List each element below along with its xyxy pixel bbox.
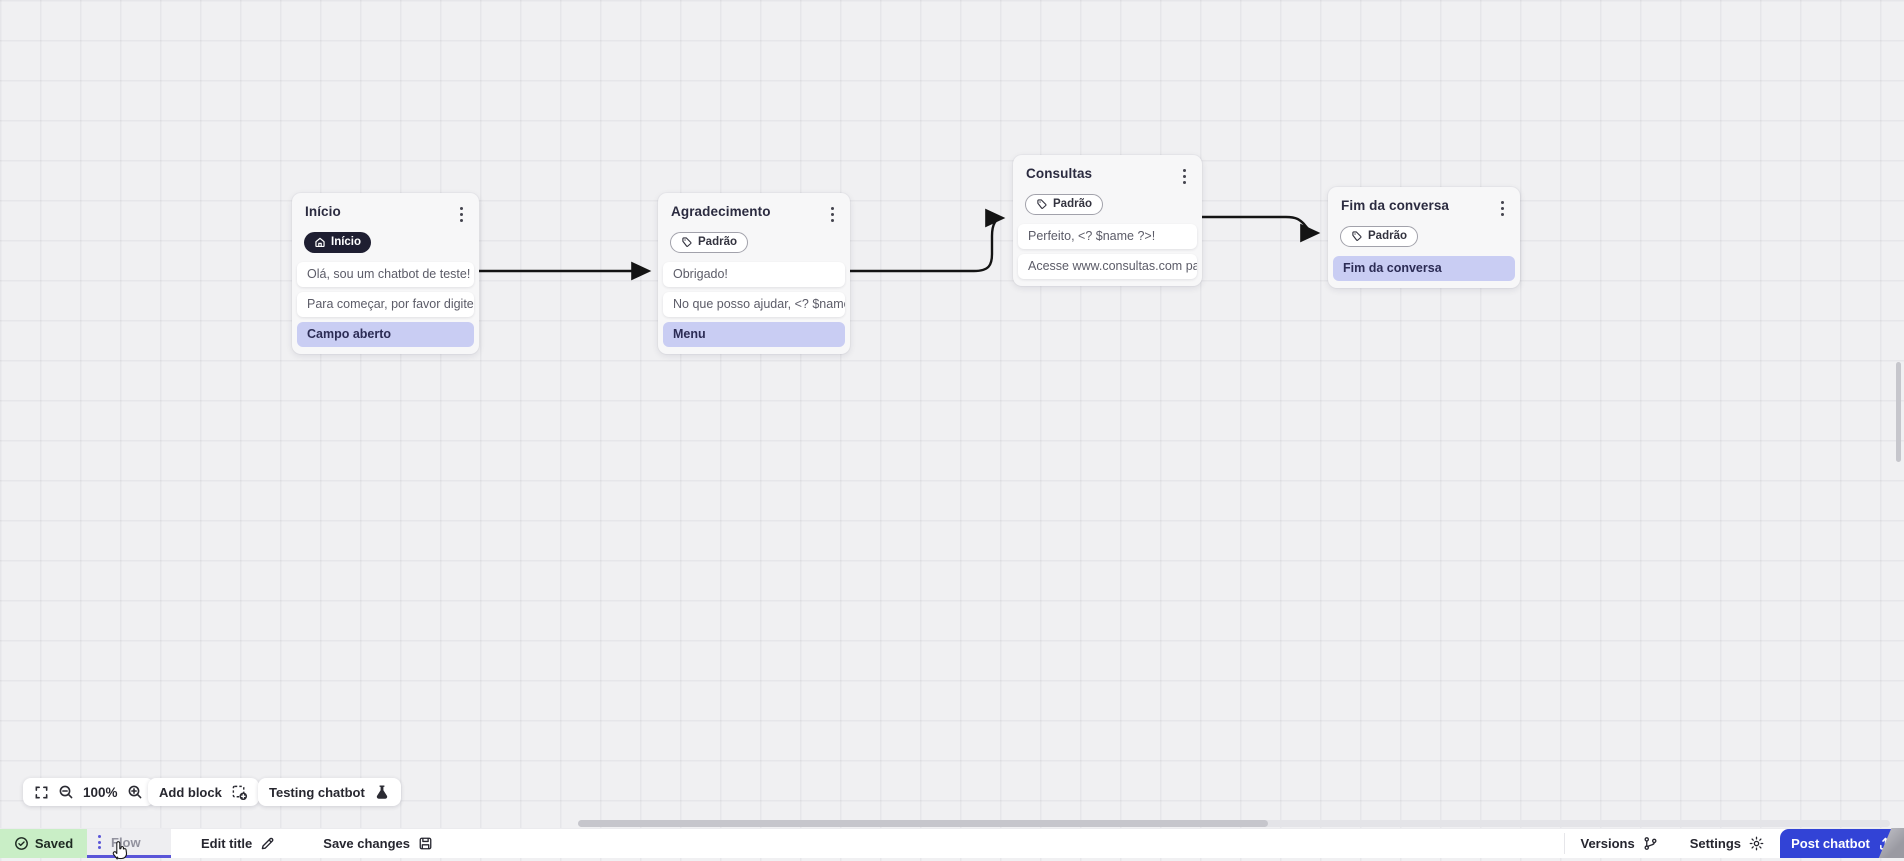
node-title: Fim da conversa bbox=[1341, 198, 1450, 213]
versions-button[interactable]: Versions bbox=[1565, 829, 1674, 858]
horizontal-scrollbar-thumb[interactable] bbox=[578, 820, 1268, 827]
node-title: Início bbox=[305, 204, 341, 219]
node-menu-dots-icon[interactable] bbox=[826, 204, 839, 225]
zoom-out-icon[interactable] bbox=[58, 784, 74, 800]
post-chatbot-label: Post chatbot bbox=[1791, 836, 1870, 851]
block-bubble[interactable]: No que posso ajudar, <? $name ... bbox=[663, 291, 845, 317]
save-icon bbox=[419, 837, 432, 850]
add-block-label: Add block bbox=[159, 784, 222, 800]
block-bubble[interactable]: Perfeito, <? $name ?>! bbox=[1018, 223, 1197, 249]
zoom-level: 100% bbox=[83, 784, 118, 800]
tab-flow[interactable]: Flow bbox=[87, 829, 171, 858]
git-branch-icon bbox=[1644, 837, 1657, 850]
flow-node-agradecimento[interactable]: Agradecimento Padrão Obrigado! No que po… bbox=[658, 193, 850, 354]
block-input[interactable]: Menu bbox=[663, 321, 845, 347]
node-badge-default: Padrão bbox=[670, 231, 748, 253]
bottom-bar: Saved Flow Edit title Save changes Versi… bbox=[0, 828, 1904, 858]
flow-node-inicio[interactable]: Início Início Olá, sou um chatbot de tes… bbox=[292, 193, 479, 354]
settings-label: Settings bbox=[1689, 836, 1741, 851]
node-badge-default: Padrão bbox=[1025, 193, 1103, 215]
node-menu-dots-icon[interactable] bbox=[1178, 166, 1191, 187]
tag-icon bbox=[1037, 199, 1047, 210]
home-icon bbox=[315, 238, 325, 248]
gear-icon bbox=[1749, 836, 1764, 851]
fullscreen-icon[interactable] bbox=[34, 785, 49, 800]
zoom-in-icon[interactable] bbox=[127, 784, 143, 800]
pencil-icon bbox=[262, 837, 274, 850]
node-title: Consultas bbox=[1026, 166, 1093, 181]
node-menu-dots-icon[interactable] bbox=[1496, 198, 1509, 219]
flow-edges bbox=[477, 208, 1321, 281]
testing-chatbot-label: Testing chatbot bbox=[269, 784, 365, 800]
upload-icon bbox=[1879, 837, 1891, 850]
testing-chatbot-button[interactable]: Testing chatbot bbox=[258, 778, 401, 806]
block-bubble[interactable]: Acesse www.consultas.com par... bbox=[1018, 253, 1197, 279]
node-badge-label: Padrão bbox=[1368, 230, 1407, 243]
zoom-toolbar: 100% bbox=[23, 778, 154, 806]
node-badge-label: Padrão bbox=[1053, 198, 1092, 211]
save-changes-button[interactable]: Save changes bbox=[307, 829, 449, 858]
settings-button[interactable]: Settings bbox=[1674, 829, 1780, 858]
block-bubble[interactable]: Olá, sou um chatbot de teste! bbox=[297, 261, 474, 287]
node-badge-start: Início bbox=[304, 231, 372, 253]
node-badge-label: Início bbox=[331, 236, 362, 249]
block-bubble[interactable]: Obrigado! bbox=[663, 261, 845, 287]
edit-title-label: Edit title bbox=[201, 836, 253, 851]
add-block-icon bbox=[231, 784, 248, 801]
save-status-badge: Saved bbox=[0, 829, 87, 858]
add-block-button[interactable]: Add block bbox=[148, 778, 259, 806]
node-title: Agradecimento bbox=[671, 204, 771, 219]
saved-label: Saved bbox=[34, 836, 74, 851]
block-input[interactable]: Fim da conversa bbox=[1333, 255, 1515, 281]
vertical-scrollbar-thumb[interactable] bbox=[1896, 362, 1901, 462]
drag-handle-dots-icon[interactable] bbox=[98, 835, 101, 849]
block-input[interactable]: Campo aberto bbox=[297, 321, 474, 347]
check-circle-icon bbox=[14, 837, 28, 850]
flask-icon bbox=[374, 784, 390, 800]
versions-label: Versions bbox=[1580, 836, 1635, 851]
tab-flow-label: Flow bbox=[111, 834, 141, 850]
node-menu-dots-icon[interactable] bbox=[455, 204, 468, 225]
edit-title-button[interactable]: Edit title bbox=[185, 829, 291, 858]
node-badge-label: Padrão bbox=[698, 236, 737, 249]
tag-icon bbox=[1352, 231, 1362, 242]
node-badge-default: Padrão bbox=[1340, 225, 1418, 247]
divider bbox=[1563, 833, 1565, 854]
flow-node-fim-da-conversa[interactable]: Fim da conversa Padrão Fim da conversa bbox=[1328, 187, 1520, 288]
post-chatbot-button[interactable]: Post chatbot bbox=[1780, 829, 1904, 858]
flow-canvas[interactable]: Início Início Olá, sou um chatbot de tes… bbox=[0, 0, 1904, 829]
flow-node-consultas[interactable]: Consultas Padrão Perfeito, <? $name ?>! … bbox=[1013, 155, 1202, 286]
block-bubble[interactable]: Para começar, por favor digite o ... bbox=[297, 291, 474, 317]
save-changes-label: Save changes bbox=[323, 836, 410, 851]
tag-icon bbox=[682, 237, 692, 248]
